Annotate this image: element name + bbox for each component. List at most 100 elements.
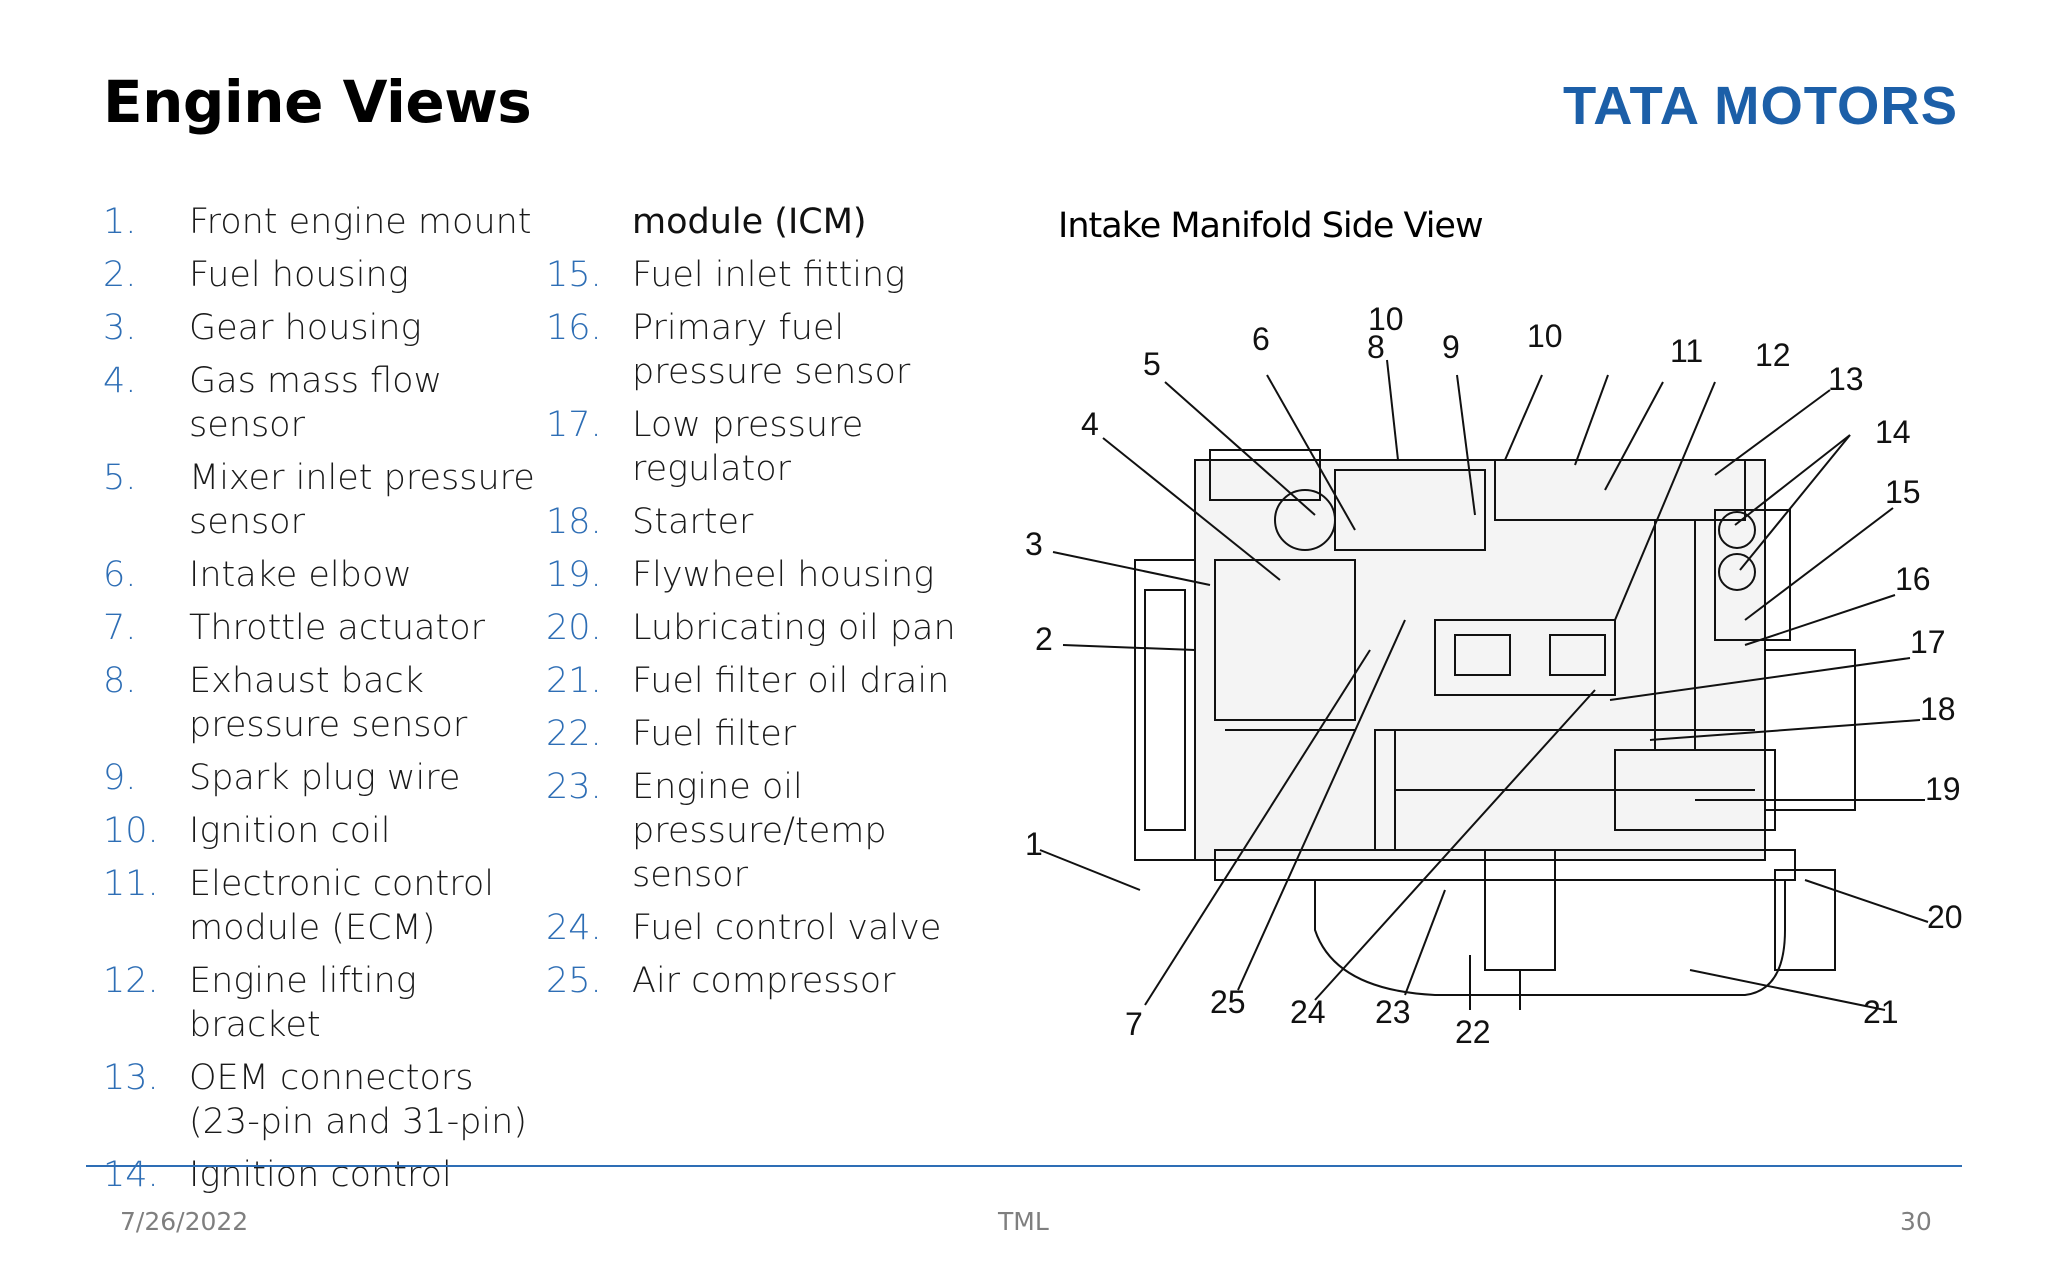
list-number: 18. xyxy=(546,502,602,542)
list-continuation: module (ICM) xyxy=(632,202,867,242)
list-number: 16. xyxy=(546,308,602,348)
footer-center-text: TML xyxy=(998,1207,1049,1236)
callout-label: 17 xyxy=(1910,624,1946,660)
list-text: Lubricating oil pan xyxy=(632,608,956,648)
list-item: 21. Fuel filter oil drain xyxy=(546,659,1006,703)
list-number: 1. xyxy=(103,202,137,242)
list-item: 18.Starter xyxy=(546,500,1006,544)
callout-label: 3 xyxy=(1025,526,1043,562)
list-number: 24. xyxy=(546,908,602,948)
list-number: 13. xyxy=(103,1058,159,1098)
callout-label: 20 xyxy=(1927,899,1963,935)
list-number: 23. xyxy=(546,767,602,807)
list-item: 19. Flywheel housing xyxy=(546,553,1006,597)
list-number: 22. xyxy=(546,714,602,754)
page-title: Engine Views xyxy=(103,68,532,136)
list-number: 12. xyxy=(103,961,159,1001)
callout-label: 4 xyxy=(1081,406,1099,442)
callout-numbers: 1 2 3 4 5 6 8 9 10 10 11 12 13 14 15 16 … xyxy=(1025,301,1963,1050)
list-item: 20. Lubricating oil pan xyxy=(546,606,1006,650)
list-number: 14. xyxy=(103,1155,159,1195)
list-item: 16. Primary fuel pressure sensor xyxy=(546,306,1006,394)
list-text: Low pressure regulator xyxy=(632,405,864,489)
callout-label: 5 xyxy=(1143,346,1161,382)
list-number: 25. xyxy=(546,961,602,1001)
engine-diagram: 1 2 3 4 5 6 8 9 10 10 11 12 13 14 15 16 … xyxy=(1025,301,1963,1050)
list-text: Fuel housing xyxy=(189,255,409,295)
callout-label: 23 xyxy=(1375,994,1411,1030)
callout-label: 15 xyxy=(1885,474,1921,510)
list-number: 9. xyxy=(103,758,137,798)
component-list-left: 1.Front engine mount 2. Fuel housing 3. Ge… xyxy=(103,200,543,1206)
list-text: Flywheel housing xyxy=(632,555,935,595)
list-number: 3. xyxy=(103,308,137,348)
list-number: 4. xyxy=(103,361,137,401)
list-item: 1.Front engine mount xyxy=(103,200,543,244)
callout-label: 7 xyxy=(1125,1006,1143,1042)
list-number: 19. xyxy=(546,555,602,595)
list-item: 24. Fuel control valve xyxy=(546,906,1006,950)
list-text: Fuel control valve xyxy=(632,908,942,948)
list-item: 17. Low pressure regulator xyxy=(546,403,1006,491)
list-item: 2. Fuel housing xyxy=(103,253,543,297)
callout-label: 11 xyxy=(1670,333,1703,369)
list-number: 17. xyxy=(546,405,602,445)
callout-leaders xyxy=(1039,359,1929,1011)
list-item: 11.Electronic control module (ECM) xyxy=(103,862,543,950)
list-item: 13. OEM connectors (23-pin and 31-pin) xyxy=(103,1056,543,1144)
list-number: 8. xyxy=(103,661,137,701)
callout-label: 1 xyxy=(1025,826,1043,862)
list-text: Gas mass flow sensor xyxy=(189,361,443,445)
callout-label: 25 xyxy=(1210,984,1246,1020)
list-number: 15. xyxy=(546,255,602,295)
list-text: Spark plug wire xyxy=(189,758,461,798)
list-number: 6. xyxy=(103,555,137,595)
page-number: 30 xyxy=(1900,1207,1932,1236)
list-number: 20. xyxy=(546,608,602,648)
list-text: Gear housing xyxy=(189,308,422,348)
callout-label: 22 xyxy=(1455,1014,1491,1050)
engine-body-drawing xyxy=(1134,449,1856,1010)
list-item: 4. Gas mass flow sensor xyxy=(103,359,543,447)
list-item: 25. Air compressor xyxy=(546,959,1006,1003)
list-text: Throttle actuator xyxy=(189,608,485,648)
list-text: Air compressor xyxy=(632,961,896,1001)
list-number: 21. xyxy=(546,661,602,701)
list-text: Exhaust back pressure sensor xyxy=(189,661,468,745)
list-item: 6.Intake elbow xyxy=(103,553,543,597)
callout-label: 9 xyxy=(1442,329,1460,365)
footer-divider xyxy=(86,1165,1962,1167)
list-number: 11. xyxy=(103,864,159,904)
list-text: Fuel filter oil drain xyxy=(632,661,950,701)
list-text: Ignition control xyxy=(189,1155,452,1195)
list-item: 14. Ignition control xyxy=(103,1153,543,1197)
diagram-title: Intake Manifold Side View xyxy=(1058,206,1484,246)
list-item: 7. Throttle actuator xyxy=(103,606,543,650)
callout-label: 21 xyxy=(1863,994,1899,1030)
list-item: 3. Gear housing xyxy=(103,306,543,350)
callout-label: 12 xyxy=(1755,337,1791,373)
list-text: Engine oil pressure/temp sensor xyxy=(632,767,887,895)
tata-motors-logo: TATA MOTORS xyxy=(1563,76,1957,136)
callout-label: 14 xyxy=(1875,414,1911,450)
list-text: Engine lifting bracket xyxy=(189,961,417,1045)
list-item: 15. Fuel inlet fitting xyxy=(546,253,1006,297)
list-item: 22. Fuel filter xyxy=(546,712,1006,756)
list-item: 23. Engine oil pressure/temp sensor xyxy=(546,765,1006,897)
list-text: Fuel inlet fitting xyxy=(632,255,906,295)
list-item: 8. Exhaust back pressure sensor xyxy=(103,659,543,747)
list-number: 2. xyxy=(103,255,137,295)
callout-label: 8 xyxy=(1367,329,1385,365)
list-text: Fuel filter xyxy=(632,714,797,754)
callout-label: 13 xyxy=(1828,361,1864,397)
callout-label: 24 xyxy=(1290,994,1326,1030)
list-number: 7. xyxy=(103,608,137,648)
list-text: OEM connectors (23-pin and 31-pin) xyxy=(189,1058,527,1142)
callout-label: 10 xyxy=(1527,318,1563,354)
list-text: Mixer inlet pressure sensor xyxy=(189,458,535,542)
list-item: 12. Engine lifting bracket xyxy=(103,959,543,1047)
list-text: Primary fuel pressure sensor xyxy=(632,308,911,392)
callout-label: 2 xyxy=(1035,621,1053,657)
callout-label: 6 xyxy=(1252,321,1270,357)
list-item: 10.Ignition coil xyxy=(103,809,543,853)
